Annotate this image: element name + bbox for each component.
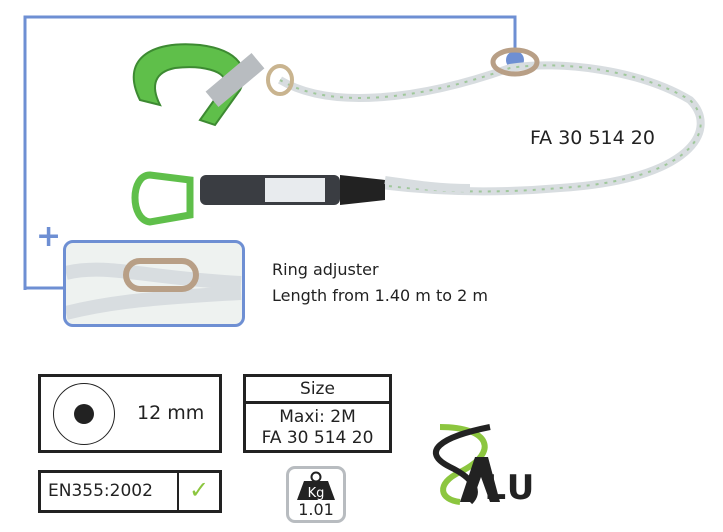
size-box: Size Maxi: 2M FA 30 514 20 xyxy=(243,374,392,453)
carabiner xyxy=(131,171,194,226)
rope-section-icon xyxy=(53,383,115,445)
logo-text: ALU xyxy=(456,468,537,508)
weight-value: 1.01 xyxy=(298,500,334,519)
size-line2: FA 30 514 20 xyxy=(261,428,374,448)
standard-box: EN355:2002 ✓ xyxy=(38,470,222,513)
standard-label: EN355:2002 xyxy=(48,481,153,501)
inset-subtitle: Length from 1.40 m to 2 m xyxy=(272,286,488,305)
plus-icon: + xyxy=(36,219,62,254)
product-reference: FA 30 514 20 xyxy=(530,127,655,149)
callout-line xyxy=(23,15,517,290)
size-line1: Maxi: 2M xyxy=(279,407,356,427)
helix-icon xyxy=(433,424,500,505)
alu-logo: ALU xyxy=(420,422,550,508)
weight-badge: Kg 1.01 xyxy=(286,466,346,523)
ring xyxy=(490,47,540,77)
large-hook xyxy=(132,43,245,127)
weight-icon: Kg xyxy=(297,471,335,501)
svg-text:Kg: Kg xyxy=(308,486,325,501)
product-photo xyxy=(23,15,705,290)
ring-adjuster-inset xyxy=(63,240,245,327)
inset-title: Ring adjuster xyxy=(272,260,379,279)
ring-adjuster-photo xyxy=(66,258,242,320)
rope xyxy=(277,61,705,196)
size-header: Size xyxy=(246,377,389,404)
diameter-box: 12 mm xyxy=(38,374,222,453)
diameter-value: 12 mm xyxy=(137,402,205,424)
check-icon: ✓ xyxy=(189,476,210,504)
